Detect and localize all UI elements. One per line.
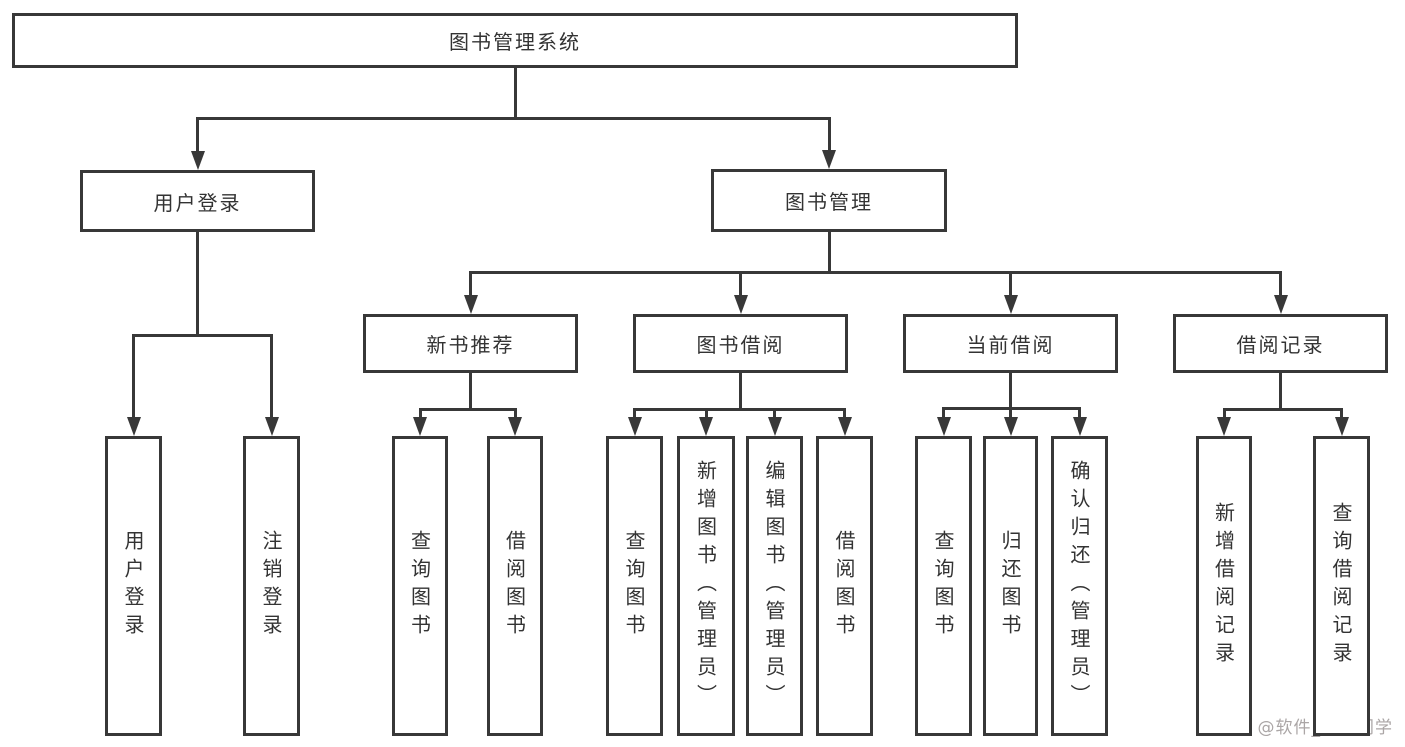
connector-drop: [739, 272, 742, 298]
node-new-book-rec: 新书推荐: [363, 314, 578, 373]
connector-drop: [418, 409, 422, 420]
connector-drop: [942, 408, 945, 420]
connector-drop: [1340, 409, 1343, 420]
node-logout: 注销登录: [243, 436, 300, 736]
connector-drop: [843, 409, 846, 420]
connector-branch: [132, 333, 273, 337]
connector-drop: [469, 272, 472, 298]
node-bor-borrow: 借阅图书: [816, 436, 873, 736]
node-rec-query: 查询图书: [392, 436, 448, 736]
connector-branch: [196, 116, 831, 120]
node-label: 编辑图书（管理员）: [762, 460, 786, 712]
node-label: 图书管理: [785, 190, 873, 214]
connector-drop: [270, 335, 273, 420]
node-label: 新书推荐: [426, 333, 515, 357]
node-login: 用户登录: [105, 436, 162, 736]
node-label: 用户登录: [153, 190, 242, 215]
node-label: 图书借阅: [696, 333, 785, 357]
connector-stem: [196, 232, 199, 337]
arrowhead-down-icon: [508, 417, 522, 436]
node-label: 新增借阅记录: [1211, 502, 1236, 670]
connector-stem: [1009, 373, 1012, 410]
node-borrow-record: 借阅记录: [1173, 314, 1388, 373]
connector-drop: [827, 118, 831, 153]
arrowhead-down-icon: [822, 150, 836, 169]
connector-drop: [773, 409, 776, 420]
node-label: 借阅图书: [832, 530, 856, 642]
node-root: 图书管理系统: [12, 13, 1018, 68]
connector-branch: [633, 407, 846, 411]
arrowhead-down-icon: [936, 417, 951, 436]
connector-drop: [513, 409, 517, 420]
connector-stem: [739, 373, 742, 411]
arrowhead-down-icon: [190, 151, 205, 170]
connector-stem: [469, 373, 472, 411]
node-label: 确认归还（管理员）: [1067, 460, 1091, 712]
connector-drop: [132, 335, 135, 420]
node-rec-borrow: 借阅图书: [487, 436, 543, 736]
arrowhead-down-icon: [1072, 417, 1087, 436]
connector-stem: [513, 68, 517, 120]
connector-drop: [1222, 409, 1226, 420]
arrowhead-down-icon: [733, 295, 748, 314]
node-current-borrow: 当前借阅: [903, 314, 1118, 373]
node-label: 查询图书: [407, 530, 432, 642]
arrowhead-down-icon: [767, 417, 782, 436]
node-user-login: 用户登录: [80, 170, 315, 232]
node-label: 借阅记录: [1236, 333, 1325, 357]
connector-branch: [418, 407, 517, 411]
connector-branch: [1222, 407, 1343, 411]
arrowhead-down-icon: [837, 417, 852, 436]
arrowhead-down-icon: [1003, 295, 1018, 314]
node-label: 当前借阅: [966, 333, 1055, 357]
node-label: 新增图书（管理员）: [693, 460, 718, 712]
connector-drop: [704, 409, 708, 420]
arrowhead-down-icon: [126, 417, 141, 436]
connector-drop: [633, 409, 636, 420]
connector-drop: [1279, 272, 1282, 298]
arrowhead-down-icon: [1003, 417, 1018, 436]
node-bor-edit: 编辑图书（管理员）: [746, 436, 803, 736]
node-bor-add: 新增图书（管理员）: [677, 436, 735, 736]
node-label: 查询图书: [931, 530, 955, 642]
node-cur-confirm: 确认归还（管理员）: [1051, 436, 1108, 736]
node-label: 借阅图书: [502, 530, 527, 642]
arrowhead-down-icon: [264, 417, 279, 436]
arrowhead-down-icon: [463, 295, 478, 314]
node-label: 查询借阅记录: [1329, 502, 1353, 670]
connector-drop: [1009, 408, 1012, 420]
node-book-mgmt: 图书管理: [711, 169, 947, 232]
connector-drop: [1078, 408, 1081, 420]
arrowhead-down-icon: [413, 417, 427, 436]
node-rcd-add: 新增借阅记录: [1196, 436, 1252, 736]
arrowhead-down-icon: [1217, 417, 1231, 436]
node-label: 归还图书: [998, 530, 1022, 642]
connector-drop: [1009, 272, 1012, 298]
node-label: 图书管理系统: [449, 30, 581, 54]
connector-drop: [196, 118, 199, 154]
connector-stem: [1279, 373, 1282, 411]
node-label: 用户登录: [121, 530, 145, 642]
node-rcd-query: 查询借阅记录: [1313, 436, 1370, 736]
node-book-borrow: 图书借阅: [633, 314, 848, 373]
node-bor-query: 查询图书: [606, 436, 663, 736]
arrowhead-down-icon: [699, 417, 713, 436]
node-cur-query: 查询图书: [915, 436, 972, 736]
connector-branch: [469, 270, 1282, 274]
arrowhead-down-icon: [1334, 417, 1349, 436]
connector-stem: [827, 232, 831, 274]
node-cur-return: 归还图书: [983, 436, 1038, 736]
node-label: 查询图书: [622, 530, 646, 642]
arrowhead-down-icon: [1273, 295, 1288, 314]
arrowhead-down-icon: [627, 417, 642, 436]
node-label: 注销登录: [259, 530, 283, 642]
